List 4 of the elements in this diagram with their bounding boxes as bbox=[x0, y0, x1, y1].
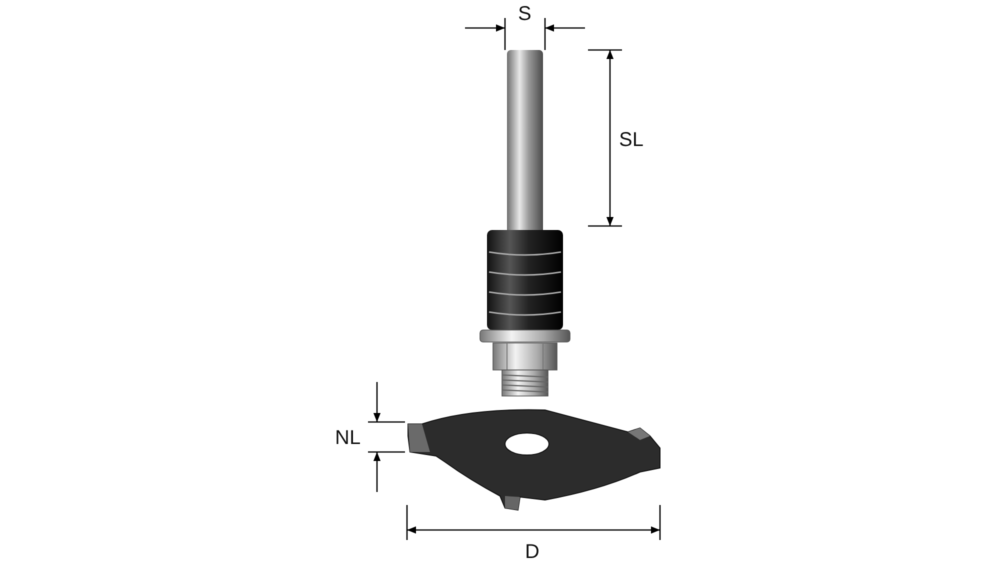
dimension-label: NL bbox=[335, 428, 361, 448]
dimension-label: D bbox=[525, 542, 540, 562]
dimension-label: S bbox=[518, 4, 532, 24]
dimension-label: SL bbox=[619, 130, 644, 150]
